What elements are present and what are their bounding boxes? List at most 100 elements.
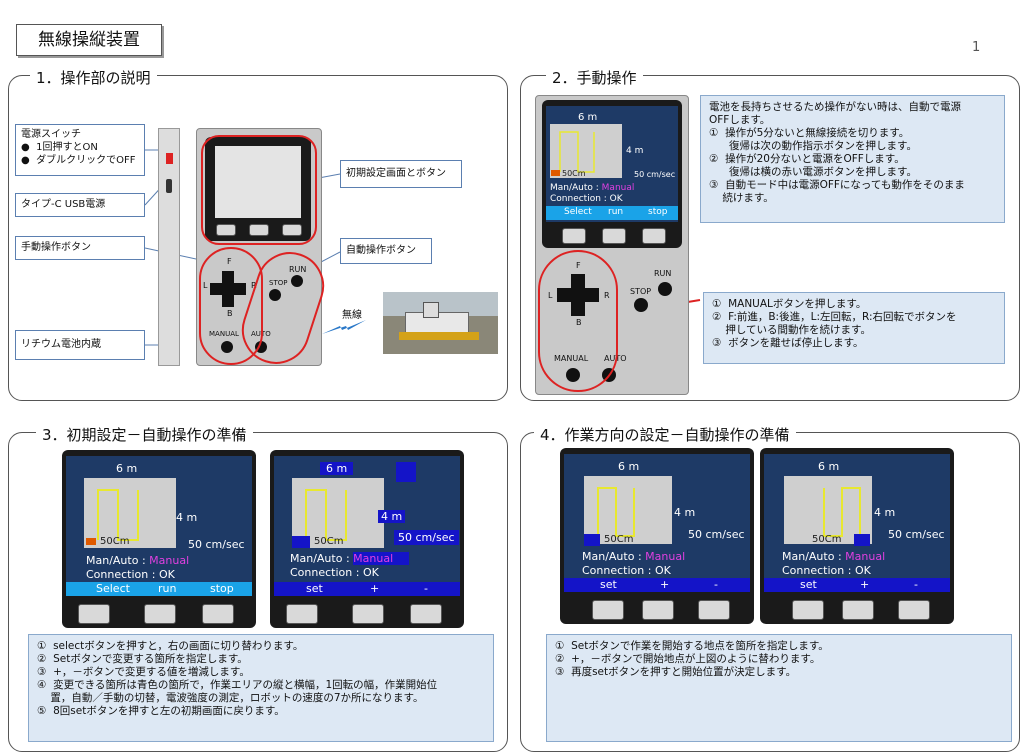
stop-button[interactable] xyxy=(269,289,281,301)
d2-menu-minus: - xyxy=(914,578,918,591)
l-btn-2[interactable] xyxy=(144,604,176,624)
m-l-label: L xyxy=(548,291,553,300)
dpad-b-label: B xyxy=(227,309,233,318)
r-menu-set: set xyxy=(306,582,323,595)
manual-screen-frame: 6 m 50Cm 4 m 50 cm/sec Man/Auto : Manual… xyxy=(542,100,682,248)
d2-start-box xyxy=(854,534,870,546)
signal-box xyxy=(396,462,416,482)
auto-buttons-label: 自動操作ボタン xyxy=(340,238,432,264)
device-screen xyxy=(215,146,301,218)
select-button[interactable] xyxy=(562,228,586,244)
page-title: 無線操縦装置 xyxy=(16,24,162,56)
d1-turn: 50Cm xyxy=(604,534,634,545)
manual-buttons-label: 手動操作ボタン xyxy=(15,236,145,260)
l-menu-run: run xyxy=(158,582,177,595)
section-3 xyxy=(8,432,508,752)
l-menu-bar: Select run stop xyxy=(66,582,252,596)
section-2 xyxy=(520,75,1020,401)
l-conn: Connection : OK xyxy=(86,568,175,581)
device-front: F B L R RUN STOP MANUAL AUTO xyxy=(196,128,333,373)
run-button[interactable] xyxy=(291,275,303,287)
d2-height: 4 m xyxy=(874,506,896,519)
d1-start-box xyxy=(584,534,600,546)
d1-menu-set: set xyxy=(600,578,617,591)
d2-speed: 50 cm/sec xyxy=(888,528,945,541)
robot-photo xyxy=(383,292,498,354)
d1-btn-2[interactable] xyxy=(642,600,674,620)
r-start-box xyxy=(292,536,310,548)
m-b-label: B xyxy=(576,318,582,327)
d2-width: 6 m xyxy=(818,460,840,473)
lcd-connection: Connection : OK xyxy=(550,194,623,204)
r-btn-2[interactable] xyxy=(352,604,384,624)
d1-menu-plus: + xyxy=(660,578,670,591)
m-manual-highlight xyxy=(538,250,618,392)
l-work-area xyxy=(84,478,176,548)
section-1-heading: 1．操作部の説明 xyxy=(30,67,157,88)
section-3-heading: 3．初期設定－自動操作の準備 xyxy=(36,424,253,445)
stop-soft-button[interactable] xyxy=(642,228,666,244)
d1-work-area xyxy=(584,476,672,544)
r-conn: Connection : OK xyxy=(290,566,379,579)
device-side-view xyxy=(158,128,180,366)
d2-btn-1[interactable] xyxy=(792,600,824,620)
usb-port xyxy=(166,179,172,193)
d2-conn: Connection : OK xyxy=(782,564,871,577)
screen-label: 初期設定画面とボタン xyxy=(340,160,462,188)
d2-menu-bar: set + - xyxy=(764,578,950,592)
r-btn-1[interactable] xyxy=(286,604,318,624)
wireless-label: 無線 xyxy=(342,310,362,321)
screen-button-2[interactable] xyxy=(249,224,269,236)
work-area xyxy=(550,124,622,178)
l-btn-1[interactable] xyxy=(78,604,110,624)
init-screen-right: 6 m 50Cm 4 m 50 cm/sec Man/Auto : Manual… xyxy=(270,450,464,628)
r-menu-bar: set + - xyxy=(274,582,460,596)
menu-stop: stop xyxy=(648,207,668,217)
r-menu-minus: - xyxy=(424,582,428,595)
r-speed: 50 cm/sec xyxy=(394,530,459,545)
d1-btn-3[interactable] xyxy=(698,600,730,620)
lightning-icon xyxy=(322,320,366,334)
lcd-width: 6 m xyxy=(578,112,598,123)
power-switch[interactable] xyxy=(166,153,173,164)
d2-btn-3[interactable] xyxy=(898,600,930,620)
l-start-marker xyxy=(86,538,96,545)
m-run-label: RUN xyxy=(654,269,672,278)
lcd-mode: Man/Auto : Manual xyxy=(550,183,635,193)
direction-note: ① Setボタンで作業を開始する地点を箇所を指定します。② +，－ボタンで開始地… xyxy=(546,634,1012,742)
page-number: 1 xyxy=(972,40,981,55)
stop-label: STOP xyxy=(269,279,288,287)
section-2-heading: 2．手動操作 xyxy=(546,67,643,88)
d2-btn-2[interactable] xyxy=(842,600,874,620)
m-r-label: R xyxy=(604,291,610,300)
d1-conn: Connection : OK xyxy=(582,564,671,577)
m-dpad-horizontal[interactable] xyxy=(557,288,599,302)
manual-operation-note: ① MANUALボタンを押します。② F:前進，B:後進，L:左回転，R:右回転… xyxy=(703,292,1005,364)
power-switch-label: 電源スイッチ● 1回押すとON● ダブルクリックでOFF xyxy=(15,124,145,176)
init-lcd-right: 6 m 50Cm 4 m 50 cm/sec Man/Auto : Manual… xyxy=(274,456,460,596)
l-btn-3[interactable] xyxy=(202,604,234,624)
d1-btn-1[interactable] xyxy=(592,600,624,620)
lcd-turn: 50Cm xyxy=(562,169,586,178)
dir-lcd-right: 6 m 50Cm 4 m 50 cm/sec Man/Auto : Manual… xyxy=(764,454,950,592)
d2-menu-set: set xyxy=(800,578,817,591)
m-stop-label: STOP xyxy=(630,287,652,296)
manual-lcd: 6 m 50Cm 4 m 50 cm/sec Man/Auto : Manual… xyxy=(546,106,678,222)
d2-turn: 50Cm xyxy=(812,534,842,545)
m-run-button[interactable] xyxy=(658,282,672,296)
section-1 xyxy=(8,75,508,401)
d1-mode: Man/Auto : Manual xyxy=(582,550,686,563)
l-menu-select: Select xyxy=(96,582,130,595)
device-screen-frame xyxy=(205,137,311,241)
dir-lcd-left: 6 m 50Cm 4 m 50 cm/sec Man/Auto : Manual… xyxy=(564,454,750,592)
battery-label: リチウム電池内蔵 xyxy=(15,330,145,360)
r-height: 4 m xyxy=(378,510,406,523)
m-stop-button[interactable] xyxy=(634,298,648,312)
d1-width: 6 m xyxy=(618,460,640,473)
menu-select: Select xyxy=(564,207,592,217)
r-menu-plus: + xyxy=(370,582,380,595)
r-btn-3[interactable] xyxy=(410,604,442,624)
run-soft-button[interactable] xyxy=(602,228,626,244)
dir-screen-right: 6 m 50Cm 4 m 50 cm/sec Man/Auto : Manual… xyxy=(760,448,954,624)
